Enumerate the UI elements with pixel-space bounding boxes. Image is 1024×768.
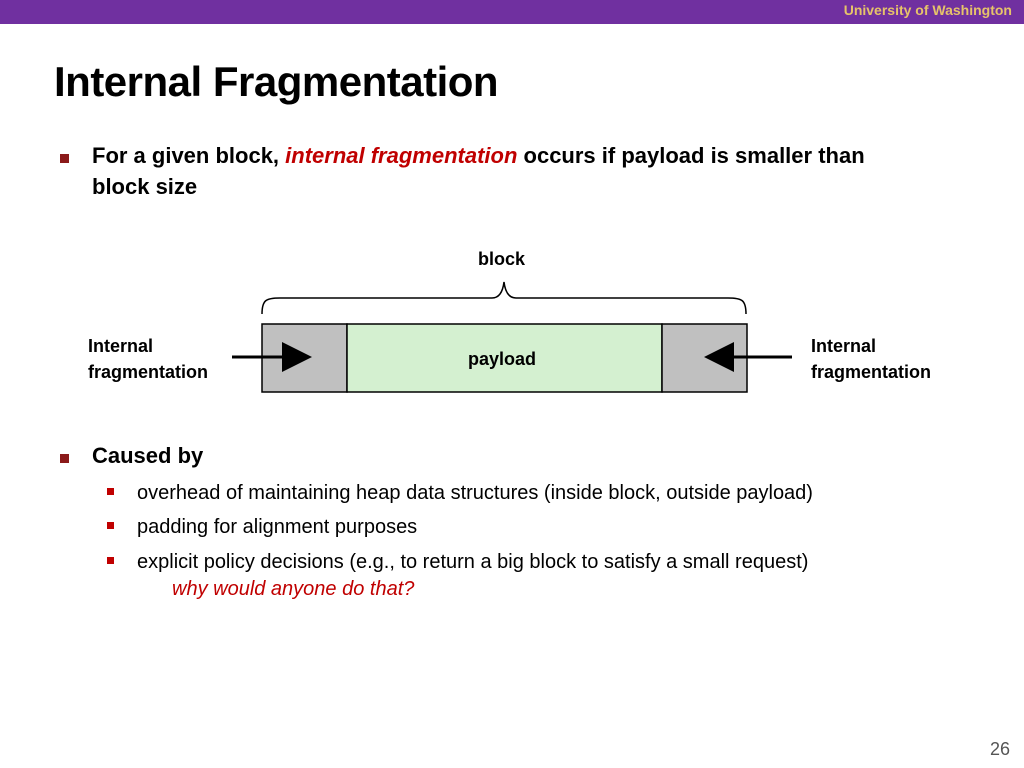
sub-bullet-marker	[107, 488, 114, 495]
left-fragmentation-label: Internal fragmentation	[88, 333, 208, 385]
block-label: block	[478, 249, 526, 269]
block-brace	[261, 281, 747, 315]
bullet-2-heading: Caused by	[92, 443, 204, 468]
slide-title: Internal Fragmentation	[54, 58, 499, 105]
bullet-1-line-2: block size	[92, 174, 198, 199]
policy-note: why would anyone do that?	[172, 578, 415, 600]
bullet-1-prefix: For a given block,	[92, 143, 286, 168]
top-bar: University of Washington	[0, 0, 1024, 24]
right-label-line-1: Internal	[811, 336, 877, 356]
page-number: 26	[989, 739, 1010, 759]
sub-bullet-marker	[107, 522, 114, 529]
left-label-line-1: Internal	[88, 336, 154, 356]
bullet-1-line-1: For a given block, internal fragmentatio…	[92, 141, 865, 171]
bullet-1-emphasis: internal fragmentation	[285, 143, 518, 168]
right-fragmentation-label: Internal fragmentation	[811, 333, 931, 385]
sub-bullet-1: overhead of maintaining heap data struct…	[137, 482, 813, 504]
sub-bullet-3: explicit policy decisions (e.g., to retu…	[137, 551, 809, 573]
sub-bullet-marker	[107, 557, 114, 564]
payload-label: payload	[468, 349, 537, 369]
bullet-marker	[60, 154, 69, 163]
left-label-line-2: fragmentation	[88, 362, 209, 382]
institution-label: University of Washington	[843, 2, 1012, 18]
bullet-1-suffix: occurs if payload is smaller than	[517, 143, 865, 168]
bullet-marker	[60, 454, 69, 463]
sub-bullet-2: padding for alignment purposes	[137, 516, 418, 538]
right-label-line-2: fragmentation	[811, 362, 932, 382]
